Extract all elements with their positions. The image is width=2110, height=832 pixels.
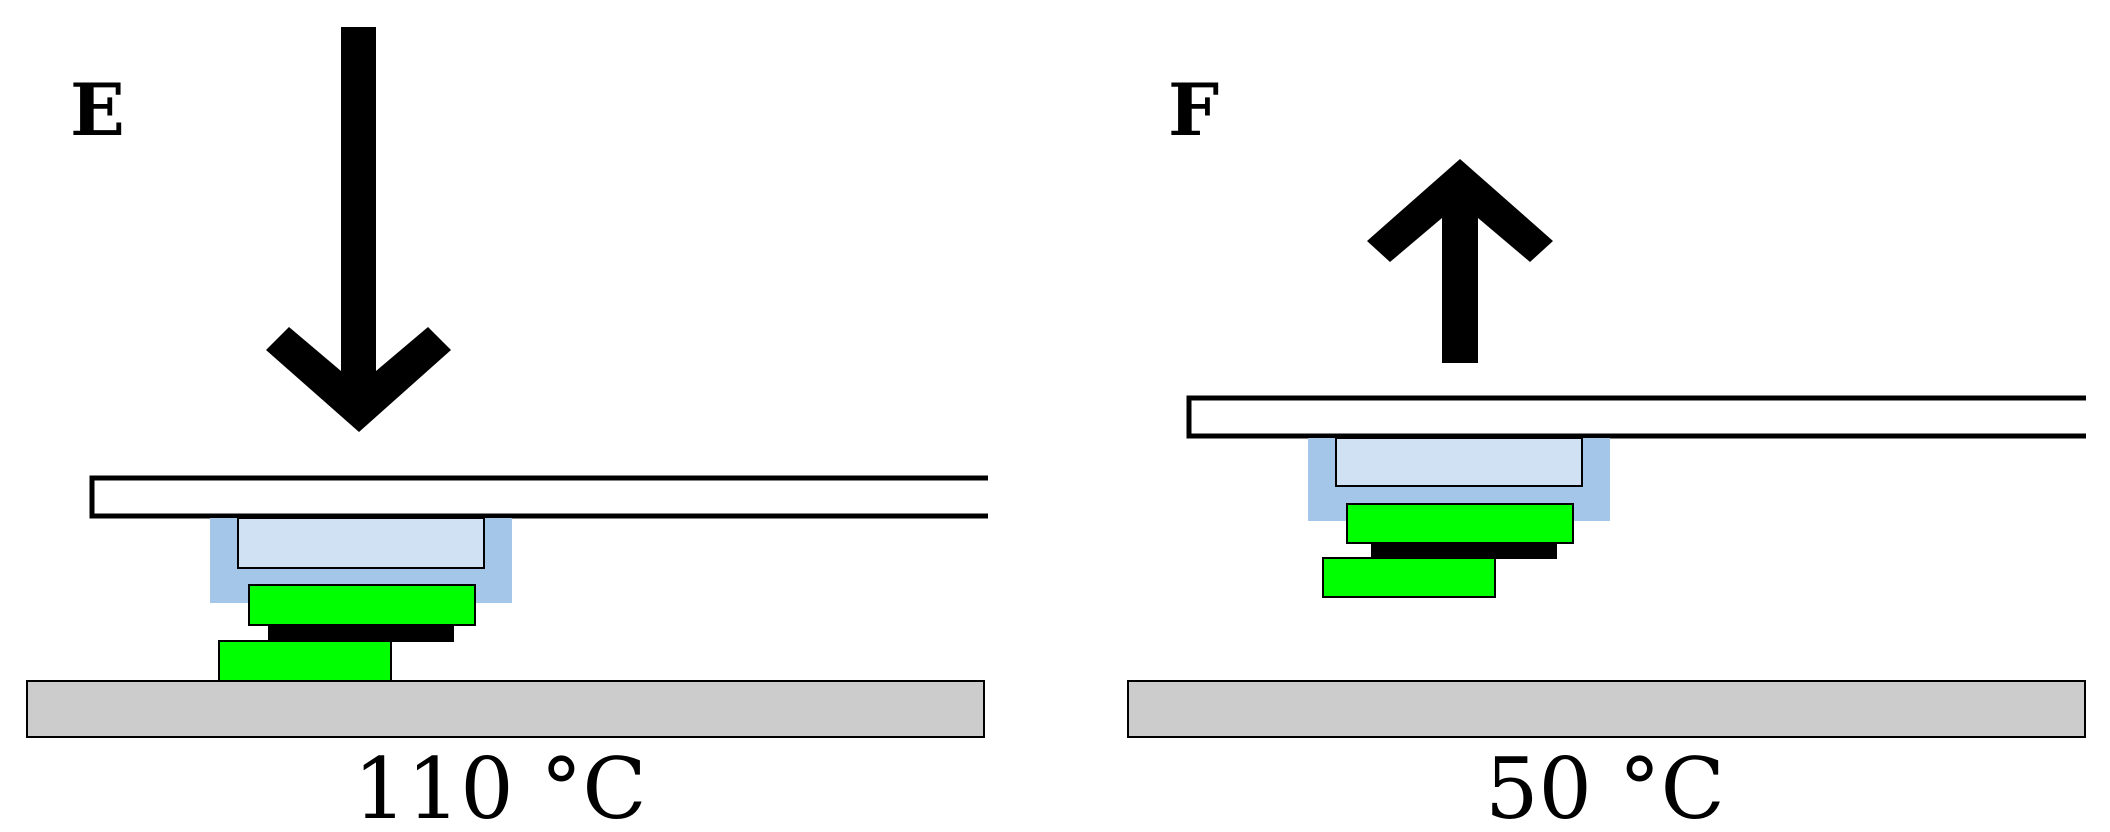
bottom-plate — [26, 680, 985, 738]
light-blue-layer — [237, 517, 485, 569]
top-plate — [1186, 395, 2086, 439]
black-layer — [268, 625, 454, 642]
panel-label-e: E — [70, 67, 125, 152]
top-plate — [89, 475, 988, 519]
light-blue-layer — [1335, 437, 1583, 487]
black-layer — [1371, 543, 1557, 559]
panel-f: F 50 °C — [1127, 67, 2086, 832]
panel-label-f: F — [1168, 67, 1219, 152]
up-arrow-icon — [1367, 159, 1553, 363]
temperature-label-f: 50 °C — [1485, 740, 1725, 832]
down-arrow-icon — [266, 27, 451, 432]
panel-e: E 110 °C — [26, 27, 988, 832]
bottom-plate — [1127, 680, 2086, 738]
temperature-label-e: 110 °C — [353, 740, 646, 832]
green-layer-upper — [248, 584, 476, 626]
green-layer-lower — [1322, 557, 1496, 598]
green-layer-upper — [1346, 503, 1574, 544]
green-layer-lower — [218, 640, 392, 682]
